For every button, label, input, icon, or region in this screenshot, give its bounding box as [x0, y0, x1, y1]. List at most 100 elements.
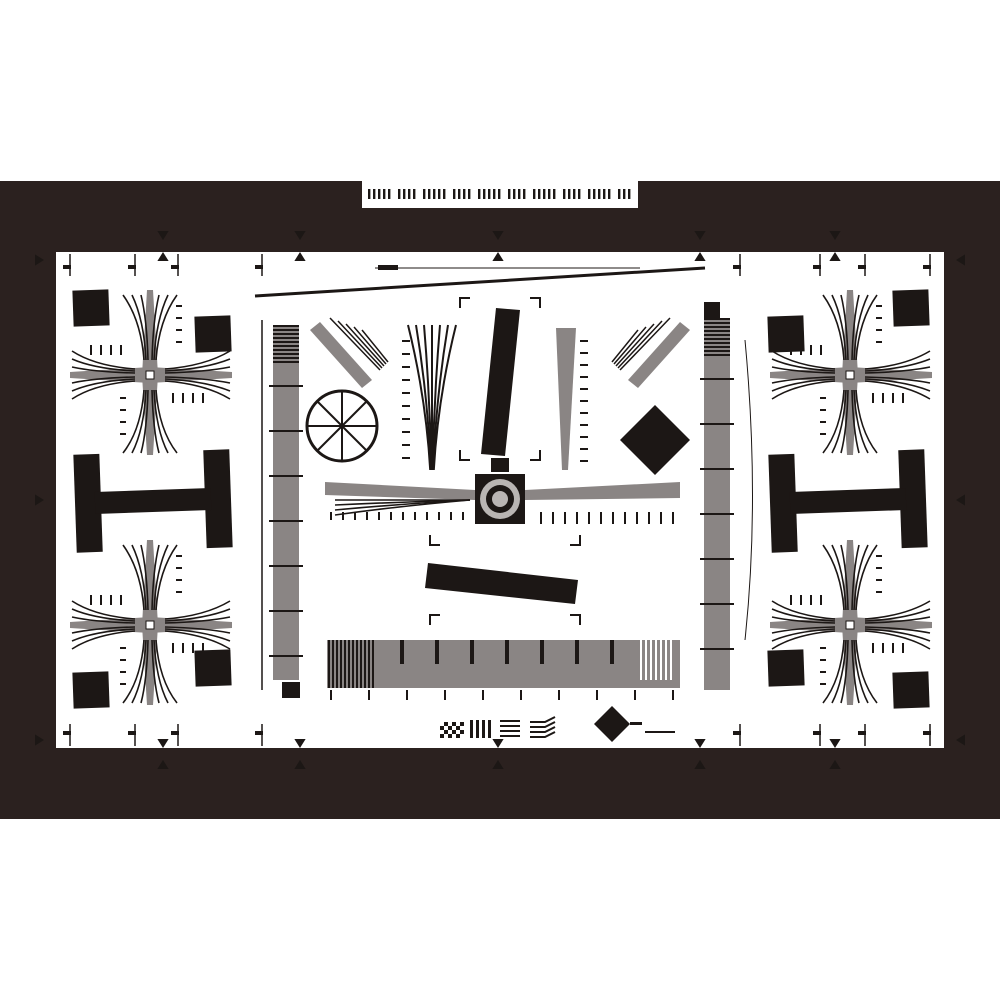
top-slanted-line: [254, 266, 706, 298]
burst-line: [665, 640, 667, 680]
fan-line: [153, 639, 169, 704]
corner-label-glyph: [63, 265, 71, 269]
fan-line: [153, 544, 169, 611]
corner-label-glyph: [128, 265, 136, 269]
fan-line: [164, 626, 231, 634]
tab-glyph: [368, 189, 371, 199]
scale-tick: [588, 512, 590, 524]
strip-line: [704, 334, 730, 336]
scale-tick: [172, 393, 174, 403]
fan-line: [771, 626, 836, 634]
fan-line: [822, 294, 845, 361]
slanted-gray-bar-left: [310, 322, 372, 388]
corner-label-glyph: [813, 265, 821, 269]
strip-tick: [700, 423, 734, 425]
scale-tick: [368, 690, 370, 700]
hyperbolic-cross: [770, 540, 932, 705]
scale-tick: [202, 393, 204, 403]
hyperbolic-cross: [70, 540, 232, 705]
fan-line: [164, 616, 231, 624]
scale-tick: [552, 512, 554, 524]
fan-line: [155, 639, 178, 704]
fan-line: [71, 376, 136, 384]
fan-line: [851, 544, 860, 611]
corner-label-glyph: [923, 265, 931, 269]
scale-tick: [402, 457, 410, 459]
h-crossbar: [789, 487, 907, 515]
edge-marker: [829, 231, 841, 240]
fan-line: [851, 294, 860, 361]
fan-line: [140, 389, 149, 454]
scale-tick: [120, 345, 122, 355]
scale-tick: [820, 433, 826, 435]
edge-marker: [492, 231, 504, 240]
tab-glyph: [618, 189, 621, 199]
scale-tick: [406, 690, 408, 700]
scale-tick: [520, 690, 522, 700]
strip-tick: [700, 603, 734, 605]
tab-glyph: [423, 189, 426, 199]
fan-line: [71, 630, 136, 650]
fan-line: [71, 378, 136, 392]
burst-line: [340, 640, 342, 688]
edge-marker: [35, 734, 44, 746]
burst-line: [372, 640, 374, 688]
scale-tick: [182, 643, 184, 653]
bar-pattern: [482, 720, 485, 738]
logo-diamond-icon: [594, 706, 630, 742]
fan-line: [864, 616, 931, 624]
logo-text: [630, 722, 642, 725]
scale-tick: [876, 591, 882, 593]
scale-tick: [354, 512, 356, 520]
slanted-square: [72, 289, 110, 327]
scale-tick: [600, 512, 602, 524]
fan-line: [71, 616, 136, 624]
scale-tick: [790, 345, 792, 355]
strip-tick: [269, 385, 303, 387]
checker-cell: [440, 734, 444, 738]
scale-tick: [612, 512, 614, 524]
fan-line: [840, 294, 849, 361]
fan-line: [334, 499, 471, 516]
edge-marker: [35, 494, 44, 506]
scale-tick: [172, 643, 174, 653]
fan-line: [840, 544, 849, 611]
fan-line: [864, 630, 931, 650]
slanted-square: [892, 671, 930, 709]
tab-glyph: [623, 189, 626, 199]
corner-label-glyph: [923, 731, 931, 735]
burst-line: [336, 640, 338, 688]
edge-marker: [956, 254, 965, 266]
strip-line: [704, 342, 730, 344]
fan-line: [855, 639, 878, 704]
diamond: [620, 405, 690, 475]
fan-line: [164, 628, 231, 642]
scale-tick: [820, 409, 826, 411]
scale-tick: [414, 512, 416, 520]
burst-line: [364, 640, 366, 688]
strip-body: [273, 325, 299, 680]
corner-label-glyph: [255, 731, 263, 735]
tab-glyph: [533, 189, 536, 199]
checker-cell: [444, 730, 448, 734]
fan-line: [864, 350, 931, 370]
scale-tick: [580, 376, 588, 378]
scale-tick: [820, 345, 822, 355]
scale-tick: [648, 512, 650, 524]
edge-marker: [157, 231, 169, 240]
fan-line: [164, 608, 231, 622]
scale-tick: [450, 512, 452, 520]
strip-line: [273, 345, 299, 347]
tab-glyph: [508, 189, 511, 199]
scale-tick: [820, 683, 826, 685]
scale-tick: [800, 595, 802, 605]
logo-subtext: [645, 731, 675, 733]
fan-line: [122, 389, 145, 454]
tab-glyph: [498, 189, 501, 199]
checker-cell: [440, 726, 444, 730]
tab-glyph: [388, 189, 391, 199]
fan-line: [164, 350, 231, 370]
corner-bracket: [459, 297, 470, 308]
checker-cell: [448, 734, 452, 738]
fan-line: [71, 608, 136, 622]
